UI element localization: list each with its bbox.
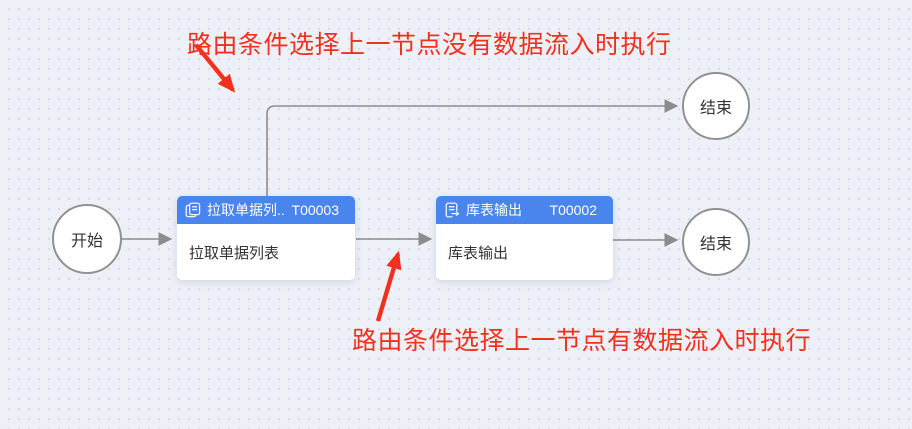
node-table-output[interactable]: 库表输出 T00002 库表输出 [436,196,613,280]
annotation-arrow-bottom [375,250,402,322]
table-output-icon [444,202,460,218]
node-fetch-body-label: 拉取单据列表 [189,244,280,262]
annotation-no-data-route: 路由条件选择上一节点没有数据流入时执行 [187,31,672,59]
node-output-code: T00002 [549,202,597,218]
node-fetch-title: 拉取单据列... [207,202,286,218]
start-node[interactable]: 开始 [52,204,122,274]
node-fetch-body[interactable]: 拉取单据列表 [177,224,355,280]
node-output-title: 库表输出 [466,202,522,218]
edge-fetch-to-end-top [266,99,679,196]
start-node-label: 开始 [70,233,103,250]
end-node-bottom-label: 结束 [699,236,732,253]
annotation-has-data-route: 路由条件选择上一节点有数据流入时执行 [352,327,812,355]
end-node-top[interactable]: 结束 [682,72,750,140]
node-output-header[interactable]: 库表输出 T00002 [436,196,613,224]
end-node-bottom[interactable]: 结束 [682,208,750,276]
node-fetch-documents[interactable]: 拉取单据列... T00003 拉取单据列表 [177,196,355,280]
copy-document-icon [185,202,201,218]
node-fetch-header[interactable]: 拉取单据列... T00003 [177,196,355,224]
node-output-body[interactable]: 库表输出 [436,224,613,280]
end-node-top-label: 结束 [699,100,732,117]
node-fetch-code: T00003 [291,202,339,218]
node-output-body-label: 库表输出 [448,244,509,262]
